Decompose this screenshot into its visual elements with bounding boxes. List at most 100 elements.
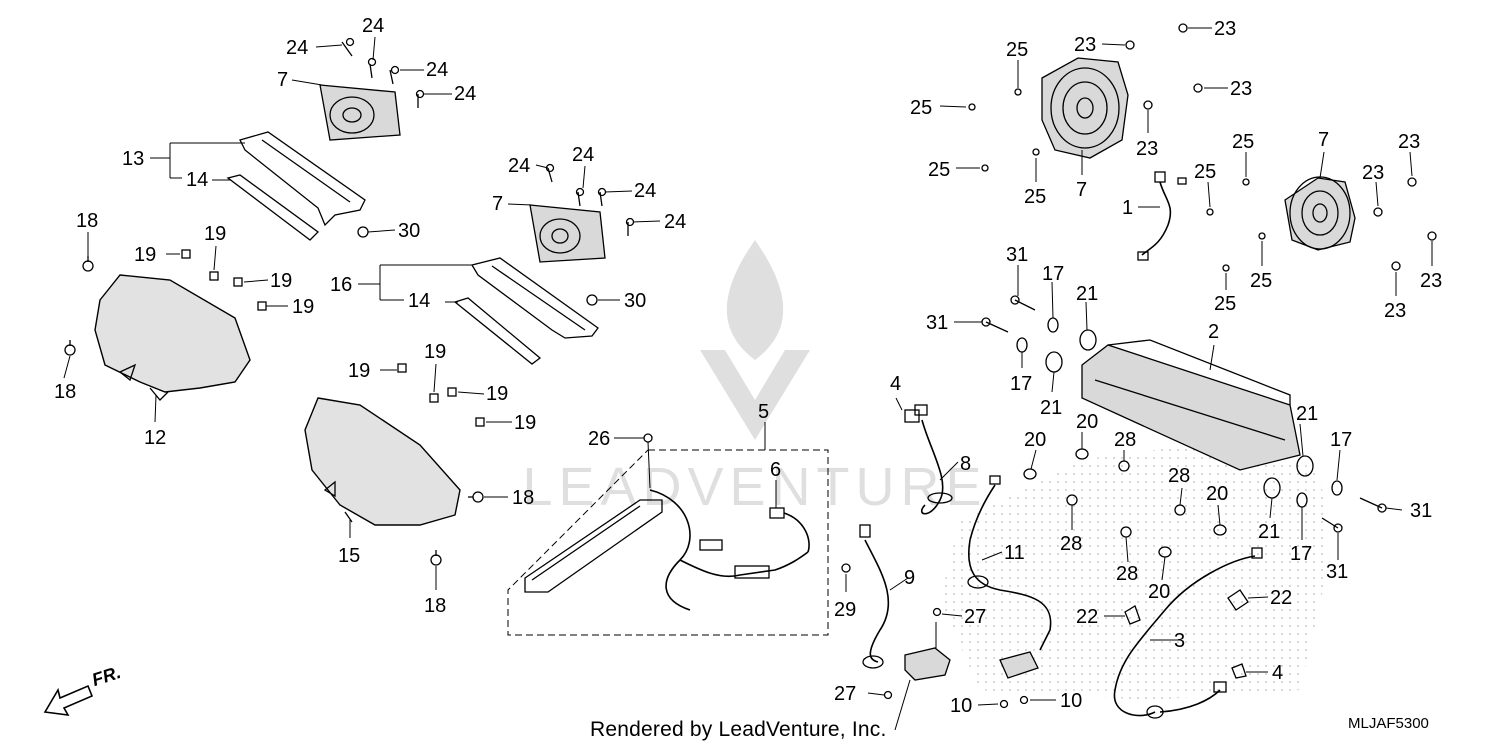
watermark-text: LEADVENTURE bbox=[522, 457, 987, 517]
callout-21: 21 bbox=[1296, 403, 1318, 425]
rendered-by-footer: Rendered by LeadVenture, Inc. bbox=[590, 718, 887, 741]
harness-11 bbox=[967, 539, 1052, 709]
nut bbox=[586, 294, 598, 306]
callout-22: 22 bbox=[1076, 606, 1098, 628]
callout-23: 23 bbox=[1074, 34, 1096, 56]
callout-23: 23 bbox=[1230, 78, 1252, 100]
callout-21: 21 bbox=[1076, 283, 1098, 305]
callout-25: 25 bbox=[1214, 293, 1236, 315]
speaker-bracket bbox=[470, 257, 599, 339]
callout-27: 27 bbox=[964, 606, 986, 628]
callout-28: 28 bbox=[1114, 429, 1136, 451]
callout-23: 23 bbox=[1362, 162, 1384, 184]
callout-9: 9 bbox=[904, 567, 915, 589]
callout-24: 24 bbox=[286, 37, 308, 59]
callout-27: 27 bbox=[834, 683, 856, 705]
callout-23: 23 bbox=[1398, 131, 1420, 153]
callout-19: 19 bbox=[270, 270, 292, 292]
callout-31: 31 bbox=[1326, 561, 1348, 583]
callout-30: 30 bbox=[624, 290, 646, 312]
callout-31: 31 bbox=[1006, 244, 1028, 266]
callout-24: 24 bbox=[426, 59, 448, 81]
callout-18: 18 bbox=[54, 381, 76, 403]
callout-26: 26 bbox=[588, 428, 610, 450]
callout-18: 18 bbox=[424, 595, 446, 617]
callout-24: 24 bbox=[572, 144, 594, 166]
front-direction-arrow bbox=[43, 684, 94, 717]
speaker-rear-right bbox=[1284, 176, 1356, 251]
callout-19: 19 bbox=[514, 412, 536, 434]
callout-22: 22 bbox=[1270, 587, 1292, 609]
callout-31: 31 bbox=[926, 312, 948, 334]
callout-19: 19 bbox=[348, 360, 370, 382]
callout-1: 1 bbox=[1122, 197, 1133, 219]
callout-24: 24 bbox=[634, 180, 656, 202]
callout-7: 7 bbox=[1076, 179, 1087, 201]
callout-20: 20 bbox=[1024, 429, 1046, 451]
callout-23: 23 bbox=[1420, 270, 1442, 292]
leader-lines bbox=[63, 27, 1433, 731]
callout-25: 25 bbox=[1250, 270, 1272, 292]
screw-group bbox=[341, 37, 425, 108]
callout-28: 28 bbox=[1116, 563, 1138, 585]
callout-23: 23 bbox=[1136, 138, 1158, 160]
callout-30: 30 bbox=[398, 220, 420, 242]
callout-18: 18 bbox=[76, 210, 98, 232]
callout-24: 24 bbox=[362, 15, 384, 37]
callout-10: 10 bbox=[950, 695, 972, 717]
callout-2: 2 bbox=[1208, 321, 1219, 343]
callout-8: 8 bbox=[960, 453, 971, 475]
callout-15: 15 bbox=[338, 545, 360, 567]
speaker-assembly-upper bbox=[226, 37, 425, 241]
harness-9 bbox=[841, 524, 951, 700]
callout-19: 19 bbox=[424, 341, 446, 363]
callout-24: 24 bbox=[664, 211, 686, 233]
callout-29: 29 bbox=[834, 599, 856, 621]
harness-8 bbox=[904, 404, 1001, 541]
inner-cover-15 bbox=[304, 397, 461, 526]
callout-12: 12 bbox=[144, 427, 166, 449]
dotted-background-area bbox=[940, 440, 1330, 700]
light-bar-assembly bbox=[524, 433, 810, 611]
callout-7: 7 bbox=[1318, 129, 1329, 151]
callout-4: 4 bbox=[890, 373, 901, 395]
callout-24: 24 bbox=[508, 155, 530, 177]
callout-17: 17 bbox=[1330, 429, 1352, 451]
callout-28: 28 bbox=[1168, 465, 1190, 487]
callout-25: 25 bbox=[1006, 39, 1028, 61]
harness-3 bbox=[1113, 547, 1263, 719]
callout-28: 28 bbox=[1060, 533, 1082, 555]
callout-21: 21 bbox=[1258, 521, 1280, 543]
inner-cover-12 bbox=[94, 274, 251, 393]
bolt-group bbox=[64, 256, 484, 566]
callout-labels: 24 24 24 24 7 13 14 30 24 24 24 24 7 16 … bbox=[54, 15, 1442, 717]
speaker-bracket bbox=[239, 131, 366, 227]
speaker-gasket bbox=[226, 174, 319, 241]
callout-13: 13 bbox=[122, 148, 144, 170]
callout-25: 25 bbox=[928, 159, 950, 181]
callout-25: 25 bbox=[910, 97, 932, 119]
callout-7: 7 bbox=[277, 69, 288, 91]
speaker-gasket bbox=[453, 297, 542, 365]
callout-25: 25 bbox=[1194, 161, 1216, 183]
kit-boundary-box bbox=[507, 449, 829, 636]
callout-17: 17 bbox=[1042, 263, 1064, 285]
callout-19: 19 bbox=[204, 223, 226, 245]
callout-18: 18 bbox=[512, 487, 534, 509]
callout-4: 4 bbox=[1272, 662, 1283, 684]
harness-1 bbox=[1137, 171, 1187, 261]
amplifier-unit bbox=[1081, 339, 1301, 471]
diagram-code: MLJAF5300 bbox=[1348, 715, 1429, 732]
callout-19: 19 bbox=[134, 244, 156, 266]
callout-17: 17 bbox=[1290, 543, 1312, 565]
callout-23: 23 bbox=[1384, 300, 1406, 322]
callout-3: 3 bbox=[1174, 630, 1185, 652]
callout-6: 6 bbox=[770, 459, 781, 481]
callout-31: 31 bbox=[1410, 500, 1432, 522]
callout-14: 14 bbox=[408, 290, 430, 312]
callout-10: 10 bbox=[1060, 690, 1082, 712]
callout-21: 21 bbox=[1040, 397, 1062, 419]
small-fastener-group bbox=[968, 23, 1437, 272]
speaker-rear-left bbox=[1041, 57, 1129, 159]
